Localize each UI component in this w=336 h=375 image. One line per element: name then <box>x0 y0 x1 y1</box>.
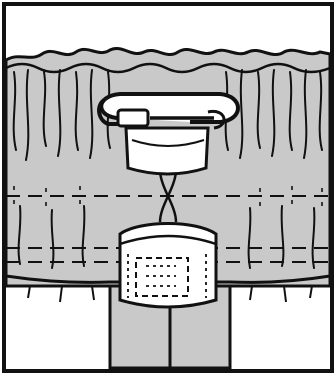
pleat-tape <box>126 128 208 174</box>
pin-clasp-head <box>118 110 148 126</box>
stitched-fabric-tab <box>120 224 216 308</box>
